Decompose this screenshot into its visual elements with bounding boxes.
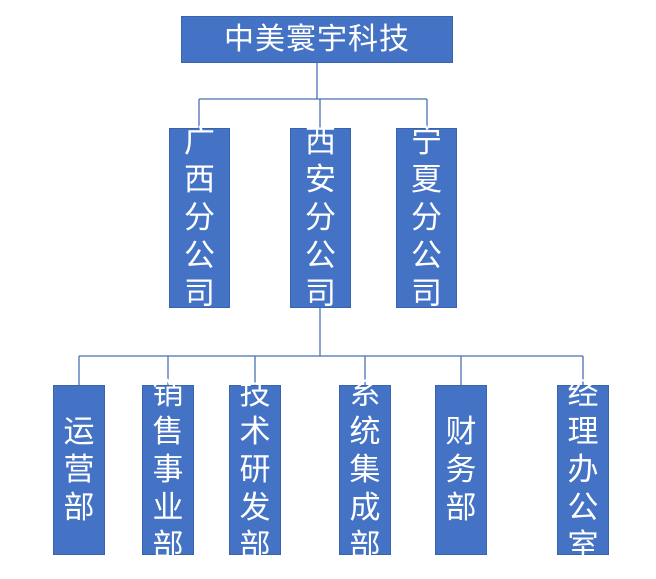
dept-node-management-office: 经理办公室 [557,376,609,564]
dept-node-integration: 系统集成部 [339,376,391,564]
dept-node-finance: 财务部 [435,385,487,555]
dept-node-operations: 运营部 [53,385,105,555]
branch-node-label: 西安分公司 [305,124,336,312]
dept-node-label: 销售事业部 [152,376,184,564]
dept-node-sales: 销售事业部 [142,376,194,564]
dept-node-label: 财务部 [445,414,477,526]
branch-node-guangxi: 广西分公司 [169,124,230,312]
dept-node-label: 系统集成部 [349,376,381,564]
branch-node-xian: 西安分公司 [290,124,351,312]
branch-node-label: 广西分公司 [184,124,215,312]
root-node-label: 中美寰宇科技 [224,22,410,57]
root-node: 中美寰宇科技 [181,16,453,63]
dept-node-rnd: 技术研发部 [229,376,281,564]
dept-node-label: 经理办公室 [567,376,599,564]
dept-node-label: 技术研发部 [239,376,271,564]
branch-node-ningxia: 宁夏分公司 [396,124,457,312]
branch-node-label: 宁夏分公司 [411,124,442,312]
dept-node-label: 运营部 [63,414,95,526]
